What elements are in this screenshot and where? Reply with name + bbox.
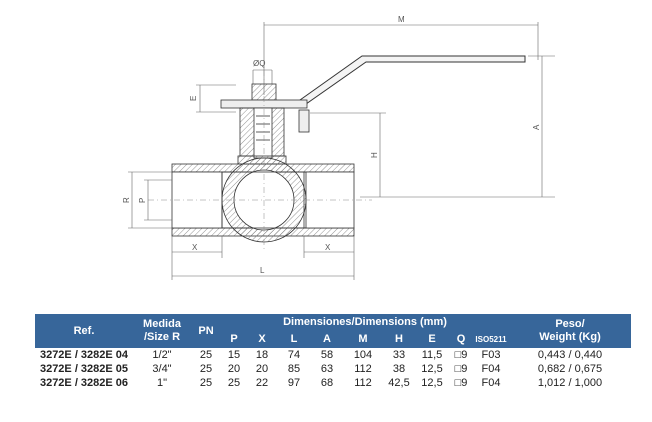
header-x: X — [247, 331, 277, 348]
label-x-left: X — [192, 243, 198, 252]
cell-x: 22 — [255, 377, 269, 389]
header-a: A — [311, 331, 343, 348]
cell-e: 11,5 — [421, 349, 443, 361]
cell-size: 3/4" — [152, 363, 172, 375]
cell-size: 1/2" — [152, 349, 172, 361]
cell-m: 104 — [353, 349, 373, 361]
cell-a: 58 — [320, 349, 334, 361]
header-l: L — [277, 331, 311, 348]
header-weight-line1: Peso/ — [555, 318, 585, 330]
cell-iso5211: F04 — [481, 377, 501, 389]
header-dimensions: Dimensiones/Dimensions (mm) — [221, 314, 509, 331]
cell-m: 112 — [354, 363, 372, 375]
header-size: Medida /Size R — [133, 314, 191, 348]
dimension-a — [360, 55, 555, 198]
dimension-r-p — [128, 171, 172, 229]
label-oq: ØQ — [253, 59, 265, 68]
cell-q: □9 — [454, 349, 468, 361]
cell-p: 20 — [227, 363, 241, 375]
cell-pn: 25 — [199, 349, 213, 361]
cell-q: □9 — [454, 363, 468, 375]
cell-h: 38 — [392, 363, 406, 375]
cell-x: 18 — [255, 349, 269, 361]
dimension-m — [263, 22, 539, 95]
cell-pn: 25 — [199, 377, 213, 389]
cell-h: 42,5 — [388, 377, 410, 389]
cell-q: □9 — [454, 377, 468, 389]
handle-lever — [299, 55, 526, 105]
table-header-row-top: Ref. Medida /Size R PN Dimensiones/Dimen… — [35, 314, 631, 348]
cell-a: 68 — [320, 377, 334, 389]
header-weight-line2: Weight (Kg) — [539, 331, 601, 343]
specifications-table: Ref. Medida /Size R PN Dimensiones/Dimen… — [35, 314, 631, 390]
label-l: L — [260, 266, 265, 275]
header-h: H — [383, 331, 415, 348]
valve-stem-assembly — [220, 83, 310, 165]
label-p: P — [138, 198, 147, 203]
cell-ref: 3272E / 3282E 04 — [39, 349, 129, 361]
label-h: H — [370, 152, 379, 158]
cell-l: 85 — [287, 363, 301, 375]
cell-weight: 0,443 / 0,440 — [537, 349, 603, 361]
ball-valve-technical-drawing: M A H E ØQ — [122, 15, 555, 280]
cell-ref: 3272E / 3282E 05 — [39, 363, 129, 375]
label-e: E — [189, 96, 198, 101]
cell-p: 25 — [227, 377, 241, 389]
cell-size: 1" — [156, 377, 168, 389]
cell-e: 12,5 — [421, 363, 443, 375]
cell-weight: 0,682 / 0,675 — [537, 363, 603, 375]
dimension-e — [196, 84, 236, 113]
header-q: Q — [449, 331, 473, 348]
cell-pn: 25 — [199, 363, 213, 375]
cell-l: 97 — [287, 377, 301, 389]
header-weight: Peso/ Weight (Kg) — [509, 314, 631, 348]
cell-weight: 1,012 / 1,000 — [537, 377, 603, 389]
cell-x: 20 — [255, 363, 269, 375]
table-header-row-bottom: P X L A M H E Q ISO5211 — [35, 331, 631, 348]
header-e: E — [415, 331, 449, 348]
cell-ref: 3272E / 3282E 06 — [39, 377, 129, 389]
table-row: 3272E / 3282E 06 1" 25 25 22 97 68 112 4… — [35, 376, 631, 390]
table-row: 3272E / 3282E 04 1/2" 25 15 18 74 58 104… — [35, 348, 631, 362]
header-m: M — [343, 331, 383, 348]
header-size-line1: Medida — [143, 318, 181, 330]
header-pn: PN — [191, 314, 221, 348]
cell-p: 15 — [227, 349, 241, 361]
centre-lines — [148, 70, 372, 250]
header-p: P — [221, 331, 247, 348]
header-ref: Ref. — [35, 314, 133, 348]
cell-h: 33 — [392, 349, 406, 361]
dimension-h — [310, 112, 386, 197]
header-size-line2: /Size R — [143, 331, 181, 343]
label-x-right: X — [325, 243, 331, 252]
header-iso5211: ISO5211 — [473, 331, 509, 348]
table-row: 3272E / 3282E 05 3/4" 25 20 20 85 63 112… — [35, 362, 631, 376]
label-r: R — [122, 197, 131, 203]
cell-m: 112 — [354, 377, 372, 389]
cell-iso5211: F03 — [481, 349, 501, 361]
cell-a: 63 — [320, 363, 334, 375]
cell-iso5211: F04 — [481, 363, 501, 375]
label-a: A — [532, 124, 541, 130]
cell-l: 74 — [287, 349, 301, 361]
dimension-x — [171, 236, 355, 280]
dimension-oq — [252, 69, 273, 84]
label-m: M — [398, 15, 405, 24]
cell-e: 12,5 — [421, 377, 443, 389]
